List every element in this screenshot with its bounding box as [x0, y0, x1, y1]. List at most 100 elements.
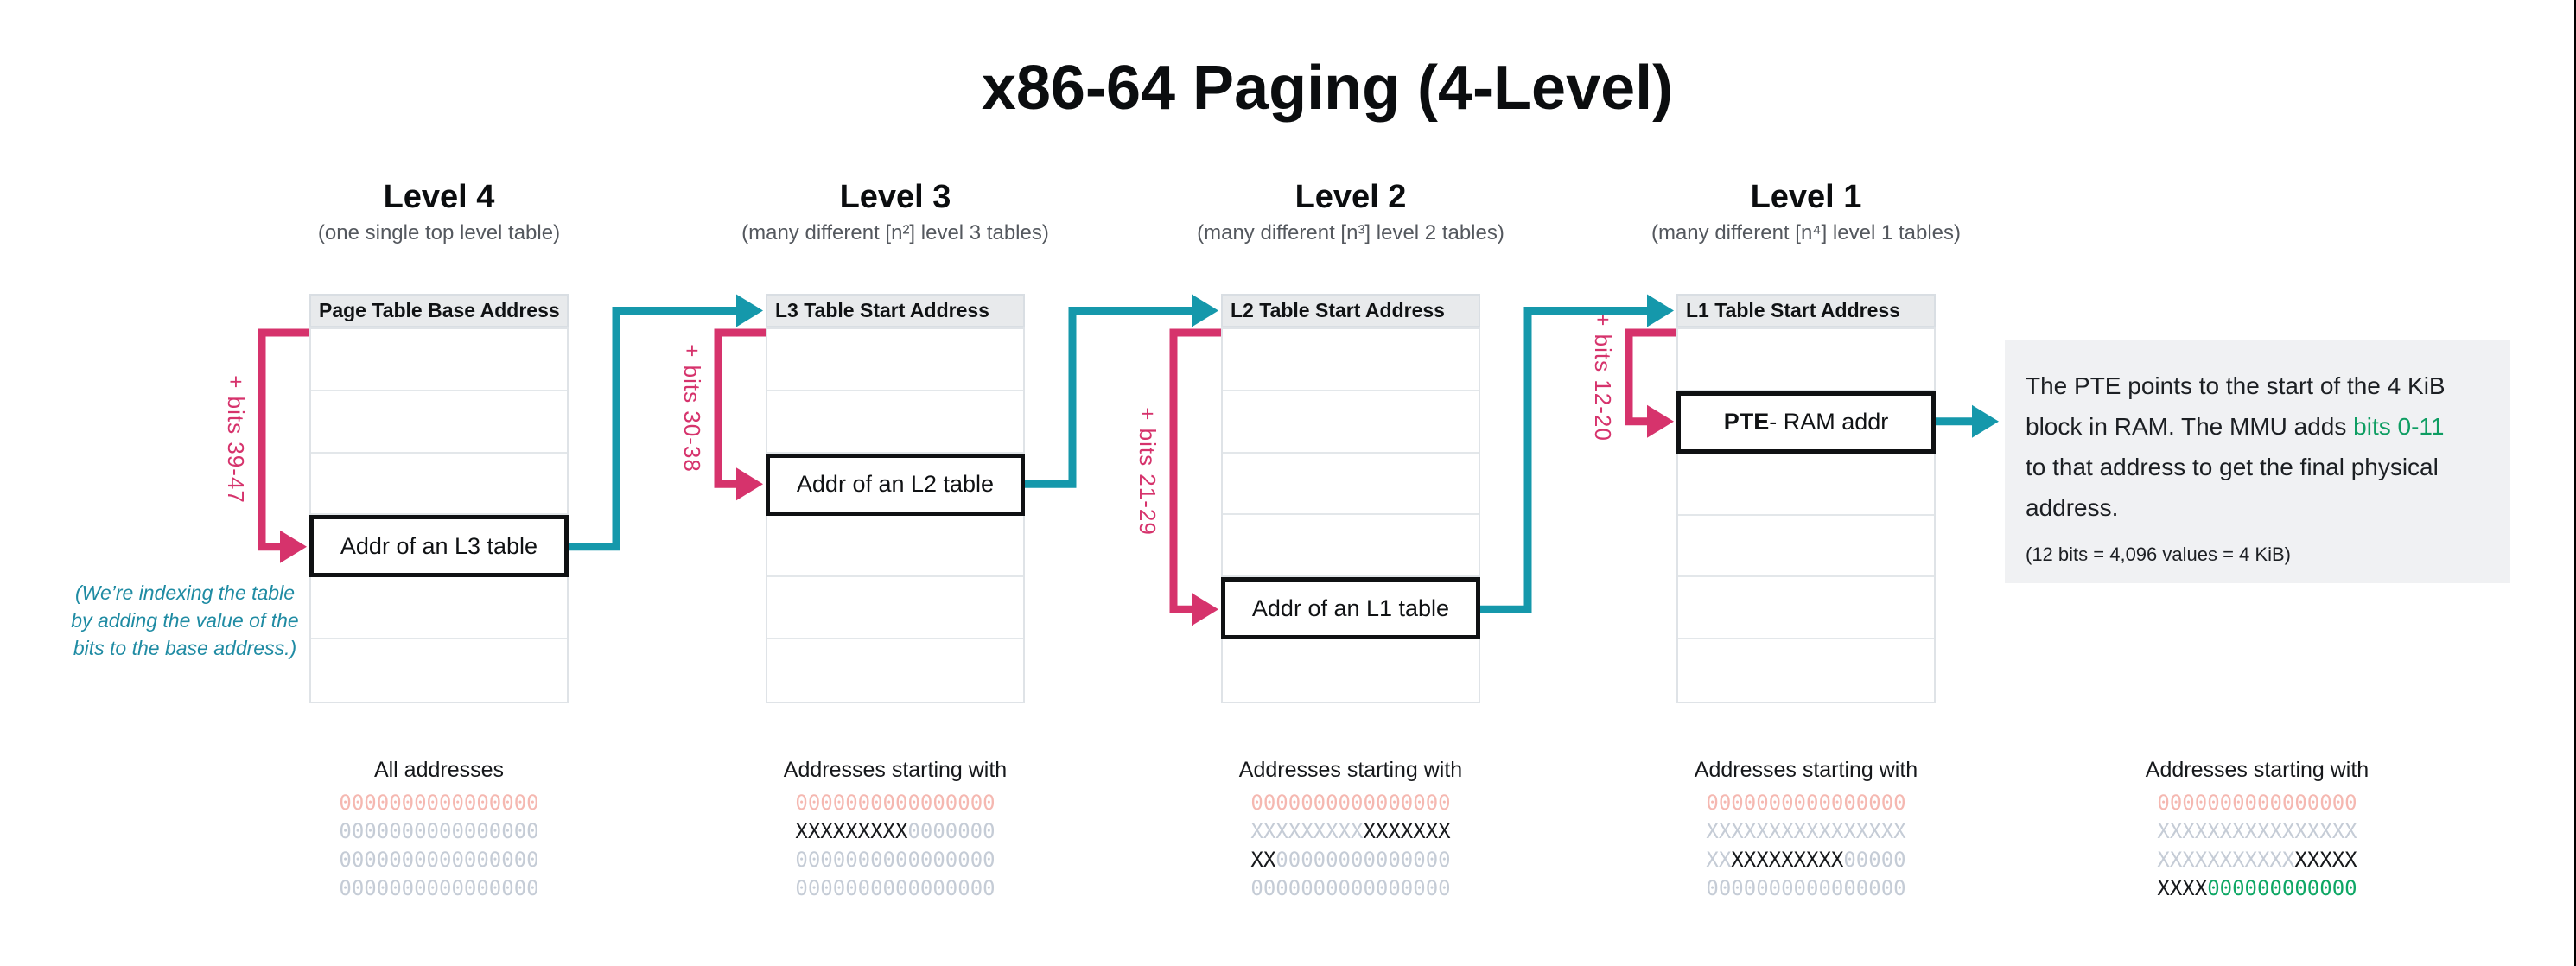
table-row: [1678, 453, 1934, 516]
table-header-level-4: Page Table Base Address: [309, 294, 569, 327]
table-row: [311, 329, 567, 391]
page-table-level-4: Addr of an L3 table: [309, 327, 569, 703]
binary-address-row: XXXXXXXXXXXXXXXX: [2076, 817, 2439, 846]
binary-segment-pink: 0000000000000000: [339, 791, 539, 815]
binary-segment-gray: 0000000000000000: [339, 819, 539, 843]
binary-segment-gray: XXXXXXXXXXX: [2157, 848, 2295, 872]
address-column-label: Addresses starting with: [1238, 758, 1463, 782]
pte-note-segment: to that address to get the final physica…: [2026, 454, 2439, 480]
binary-address-row: XX00000000000000: [1169, 846, 1532, 874]
table-row: [311, 391, 567, 454]
table-row: [1678, 639, 1934, 702]
binary-address-row: 0000000000000000: [258, 817, 620, 846]
table-row: [767, 329, 1023, 391]
pte-note-line: The PTE points to the start of the 4 KiB: [2026, 365, 2490, 406]
binary-segment-gray: XXXXXXXXXXXXXXXX: [2157, 819, 2357, 843]
page-table-level-2: Addr of an L1 table: [1221, 327, 1480, 703]
pte-note-line: address.: [2026, 487, 2490, 528]
table-row: [767, 391, 1023, 454]
pte-note-segment: The PTE points to the start of the 4 KiB: [2026, 372, 2446, 399]
pink-arrowhead-icon: [280, 530, 307, 563]
pink-arrowhead-icon: [736, 467, 763, 501]
pte-note-line: block in RAM. The MMU adds bits 0-11: [2026, 406, 2490, 447]
bits-label-text: + bits 21-29: [1134, 406, 1161, 536]
binary-address-row: 0000000000000000: [714, 874, 1077, 903]
table-row: [311, 639, 567, 702]
binary-segment-black: XXXXXXXXX: [1731, 848, 1844, 872]
bits-label-level-3: + bits 30-38: [664, 333, 719, 484]
table-row: [767, 515, 1023, 578]
table-row: [1223, 515, 1479, 578]
binary-segment-gray: XXXXXXXXXXXXXXXX: [1706, 819, 1906, 843]
address-column-label: Addresses starting with: [2145, 758, 2369, 782]
highlighted-entry-level-2: Addr of an L1 table: [1221, 577, 1480, 640]
pte-note-text: The PTE points to the start of the 4 KiB…: [2026, 365, 2490, 528]
pte-note-segment: address.: [2026, 494, 2119, 521]
pte-note-segment: block in RAM. The MMU adds: [2026, 413, 2354, 440]
address-column-label: Addresses starting with: [783, 758, 1008, 782]
binary-segment-gray: XXXXXXXXX: [1250, 819, 1364, 843]
binary-address-row: XXXX000000000000: [2076, 874, 2439, 903]
page-table-level-1: PTE - RAM addr: [1676, 327, 1936, 703]
binary-address-row: 0000000000000000: [1169, 789, 1532, 817]
table-header-level-2: L2 Table Start Address: [1221, 294, 1480, 327]
binary-segment-black: XX: [1250, 848, 1276, 872]
table-row: [1678, 577, 1934, 640]
binary-segment-gray: 00000: [1843, 848, 1906, 872]
level-subtitle-level-3: (many different [n²] level 3 tables): [741, 221, 1049, 245]
pink-index-arrow: [1169, 328, 1221, 613]
pink-arrowhead-icon: [1647, 404, 1674, 438]
window-edge-line: [2574, 0, 2576, 966]
bits-label-text: + bits 12-20: [1589, 313, 1616, 442]
level-heading-level-4: Level 4: [383, 179, 495, 215]
table-row: [311, 577, 567, 640]
binary-address-row: 0000000000000000: [2076, 789, 2439, 817]
bits-label-text: + bits 39-47: [222, 375, 249, 505]
entry-text: Addr of an L1 table: [1251, 594, 1450, 621]
binary-address-row: 0000000000000000: [1169, 874, 1532, 903]
highlighted-entry-level-3: Addr of an L2 table: [766, 453, 1025, 516]
binary-segment-pink: 0000000000000000: [1250, 791, 1451, 815]
address-column-label: All addresses: [373, 758, 505, 782]
entry-text: - RAM addr: [1769, 409, 1889, 435]
level-subtitle-level-4: (one single top level table): [317, 221, 561, 245]
binary-segment-pink: 0000000000000000: [795, 791, 995, 815]
pink-index-arrow: [1625, 328, 1676, 426]
bits-0-11-highlight: bits 0-11: [2353, 413, 2445, 440]
binary-address-row: XXXXXXXXXXX00000: [1625, 846, 1988, 874]
bits-label-level-2: + bits 21-29: [1119, 333, 1174, 609]
binary-segment-gray: 0000000000000000: [795, 848, 995, 872]
binary-segment-gray: 00000000000000: [1275, 848, 1451, 872]
pte-note-box: The PTE points to the start of the 4 KiB…: [2005, 340, 2510, 583]
diagram-title: x86-64 Paging (4-Level): [981, 54, 1674, 123]
pink-arrowhead-icon: [1192, 593, 1218, 626]
binary-segment-black: XXXX: [2157, 876, 2208, 900]
binary-address-row: XXXXXXXXXXXXXXXX: [1169, 817, 1532, 846]
binary-segment-black: XXXXXXX: [1363, 819, 1451, 843]
table-header-level-1: L1 Table Start Address: [1676, 294, 1936, 327]
binary-segment-pink: 0000000000000000: [2157, 791, 2357, 815]
level-heading-level-2: Level 2: [1294, 179, 1407, 215]
pte-note-footnote: (12 bits = 4,096 values = 4 KiB): [2026, 543, 2291, 565]
binary-address-row: 0000000000000000: [258, 874, 620, 903]
binary-address-row: 0000000000000000: [258, 846, 620, 874]
binary-segment-gray: 0000000000000000: [1706, 876, 1906, 900]
binary-address-row: 0000000000000000: [714, 846, 1077, 874]
teal-arrowhead-icon: [1647, 294, 1674, 327]
bits-label-level-1: + bits 12-20: [1574, 313, 1630, 442]
bits-label-level-4: + bits 39-47: [207, 333, 263, 547]
pink-index-arrow: [714, 328, 766, 488]
binary-segment-gray: 0000000000000000: [1250, 876, 1451, 900]
level-heading-level-1: Level 1: [1750, 179, 1862, 215]
binary-segment-gray: 0000000000000000: [339, 848, 539, 872]
pink-index-arrow: [258, 328, 309, 551]
binary-segment-pink: 0000000000000000: [1706, 791, 1906, 815]
table-row: [1223, 329, 1479, 391]
page-table-level-3: Addr of an L2 table: [766, 327, 1025, 703]
address-column-label: Addresses starting with: [1694, 758, 1918, 782]
indexing-note-line: bits to the base address.): [73, 637, 297, 659]
highlighted-entry-level-4: Addr of an L3 table: [309, 515, 569, 578]
